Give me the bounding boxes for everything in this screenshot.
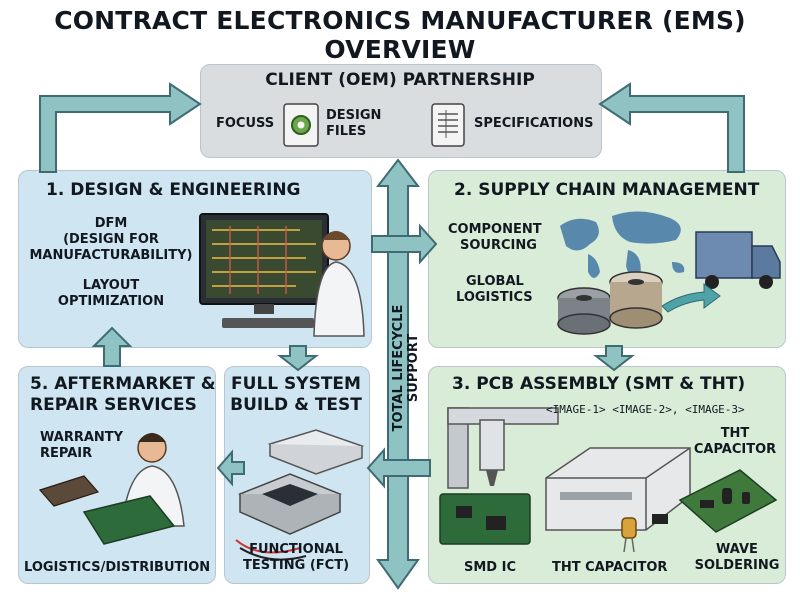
arrow-build-to-aftermarket <box>216 449 245 487</box>
arrow-aftermarket-to-design <box>91 326 133 367</box>
delivery-truck-icon <box>661 231 781 313</box>
build-title: FULL SYSTEM BUILD & TEST <box>230 374 362 415</box>
gear-document-icon <box>283 103 319 147</box>
assembly-tht-cap-label: THT CAPACITOR <box>552 560 668 575</box>
client-focuss-label: FOCUSS <box>216 116 275 131</box>
pcb-board-illustration <box>678 469 778 533</box>
arrow-assembly-to-build <box>366 447 431 489</box>
aftermarket-title: 5. AFTERMARKET & REPAIR SERVICES <box>30 374 216 415</box>
loop-arrow-right <box>598 82 745 173</box>
engineer-at-monitor-illustration <box>199 213 365 337</box>
assembly-wave-label: WAVE SOLDERING <box>694 542 780 573</box>
spreadsheet-document-icon <box>431 103 465 147</box>
supply-title: 2. SUPPLY CHAIN MANAGEMENT <box>454 180 760 200</box>
client-title: CLIENT (OEM) PARTNERSHIP <box>265 70 535 90</box>
page-title: CONTRACT ELECTRONICS MANUFACTURER (EMS) … <box>54 6 746 64</box>
supply-sourcing-label: COMPONENT SOURCING <box>448 222 542 253</box>
assembly-tht-cap-right-label: THT CAPACITOR <box>693 426 777 457</box>
design-dfm-label: DFM (DESIGN FOR MANUFACTURABILITY) <box>29 216 193 263</box>
test-fixture-illustration <box>235 429 365 561</box>
assembly-title: 3. PCB ASSEMBLY (SMT & THT) <box>452 374 746 394</box>
supply-logistics-label: GLOBAL LOGISTICS <box>456 274 533 305</box>
arrow-design-to-build <box>277 345 319 372</box>
client-design-files-label: DESIGN FILES <box>326 108 382 139</box>
design-layout-label: LAYOUT OPTIMIZATION <box>57 278 165 309</box>
build-fct-label: FUNCTIONAL TESTING (FCT) <box>242 542 350 573</box>
arrow-design-to-supply <box>371 223 438 265</box>
tht-capacitor-icon <box>621 514 668 553</box>
assembly-smd-label: SMD IC <box>464 560 516 575</box>
aftermarket-distribution-label: LOGISTICS/DISTRIBUTION <box>24 560 211 575</box>
loop-arrow-left <box>39 82 202 173</box>
assembly-image-refs: <IMAGE-1> <IMAGE-2>, <IMAGE-3> <box>546 403 745 416</box>
lifecycle-arrow <box>375 158 421 590</box>
reflow-oven-illustration <box>545 447 691 531</box>
technician-repair-illustration <box>38 433 185 545</box>
component-reel-icon <box>557 271 663 335</box>
arrow-supply-to-assembly <box>593 345 635 372</box>
client-specifications-label: SPECIFICATIONS <box>474 116 594 131</box>
world-map-icon <box>560 211 685 279</box>
lifecycle-label: TOTAL LIFECYCLE SUPPORT <box>391 304 421 432</box>
pick-and-place-machine-illustration <box>439 407 559 545</box>
design-title: 1. DESIGN & ENGINEERING <box>46 180 301 200</box>
aftermarket-warranty-label: WARRANTY REPAIR <box>40 430 124 461</box>
aftermarket-panel <box>18 366 216 584</box>
client-panel <box>200 64 602 158</box>
